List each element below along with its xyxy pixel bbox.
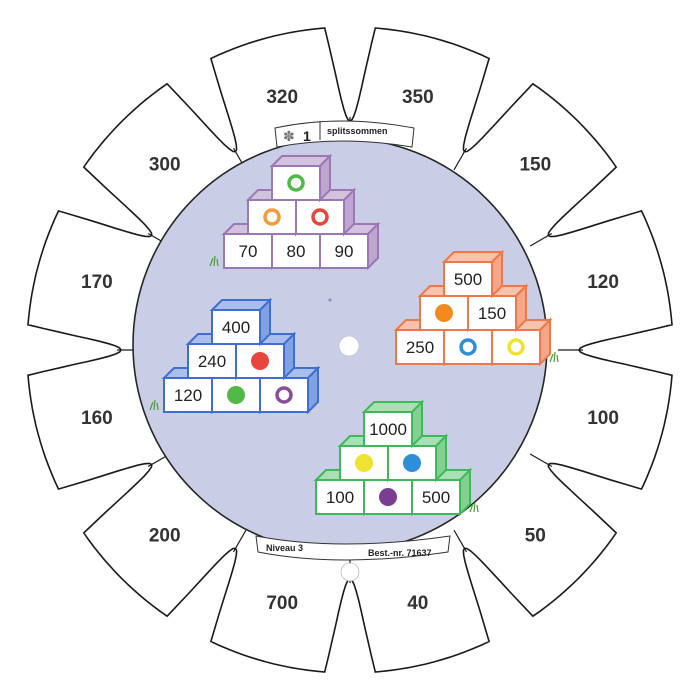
dot-marker (379, 488, 397, 506)
answer-number: 40 (407, 593, 428, 614)
answer-number: 120 (587, 272, 619, 293)
answer-number: 50 (525, 525, 546, 546)
grass-tuft (549, 351, 559, 363)
segment-divider (453, 147, 468, 171)
grass-tuft (209, 255, 219, 267)
cube-number: 90 (335, 242, 354, 261)
cube-number: 150 (478, 304, 506, 323)
ring-marker (507, 338, 525, 356)
level-number: 1 (303, 128, 311, 144)
answer-number: 100 (587, 408, 619, 429)
answer-number: 170 (81, 272, 113, 293)
level-label: Niveau 3 (266, 543, 303, 553)
answer-number: 320 (266, 87, 298, 108)
ring-marker (263, 208, 281, 226)
cube-number: 500 (454, 270, 482, 289)
segment-divider (529, 453, 553, 468)
number-pyramid: 250 150 500 (393, 249, 559, 367)
dot-marker (227, 386, 245, 404)
cube-number: 500 (422, 488, 450, 507)
answer-number: 150 (519, 155, 551, 176)
answer-number: 160 (81, 408, 113, 429)
number-pyramids: 70 80 90 250 150 500 120 240 400 100 500 1000 (149, 153, 559, 517)
segment-divider (529, 232, 553, 247)
bottom-label-plate: Niveau 3 Best.-nr. 71637 (255, 535, 451, 561)
cube-number: 70 (239, 242, 258, 261)
segment-divider (232, 529, 247, 553)
cube-number: 1000 (369, 420, 407, 439)
number-pyramid: 70 80 90 (209, 153, 381, 271)
cube-number: 250 (406, 338, 434, 357)
rim-notch (340, 562, 360, 582)
cube-number: 240 (198, 352, 226, 371)
center-hole[interactable] (338, 335, 360, 357)
answer-number: 700 (266, 593, 298, 614)
order-number: Best.-nr. 71637 (368, 548, 432, 558)
answer-number: 300 (149, 155, 181, 176)
cube-number: 80 (287, 242, 306, 261)
ring-marker (275, 386, 293, 404)
segment-divider (453, 529, 468, 553)
puzzle-icon: ✽ (283, 130, 295, 145)
dot-marker (435, 304, 453, 322)
cube-number: 100 (326, 488, 354, 507)
answer-number: 200 (149, 525, 181, 546)
disc-dot (328, 298, 332, 302)
dot-marker (403, 454, 421, 472)
grass-tuft (149, 399, 159, 411)
cube-number: 400 (222, 318, 250, 337)
top-label-plate: ✽ 1 splitssommen (274, 120, 415, 148)
grass-tuft (469, 501, 479, 513)
answer-number: 350 (402, 87, 434, 108)
dot-marker (355, 454, 373, 472)
dot-marker (251, 352, 269, 370)
ring-marker (311, 208, 329, 226)
subject-title: splitssommen (327, 126, 388, 136)
cube-number: 120 (174, 386, 202, 405)
ring-marker (459, 338, 477, 356)
number-pyramid: 120 240 400 (149, 297, 321, 415)
ring-marker (287, 174, 305, 192)
number-pyramid: 100 500 1000 (313, 399, 479, 517)
